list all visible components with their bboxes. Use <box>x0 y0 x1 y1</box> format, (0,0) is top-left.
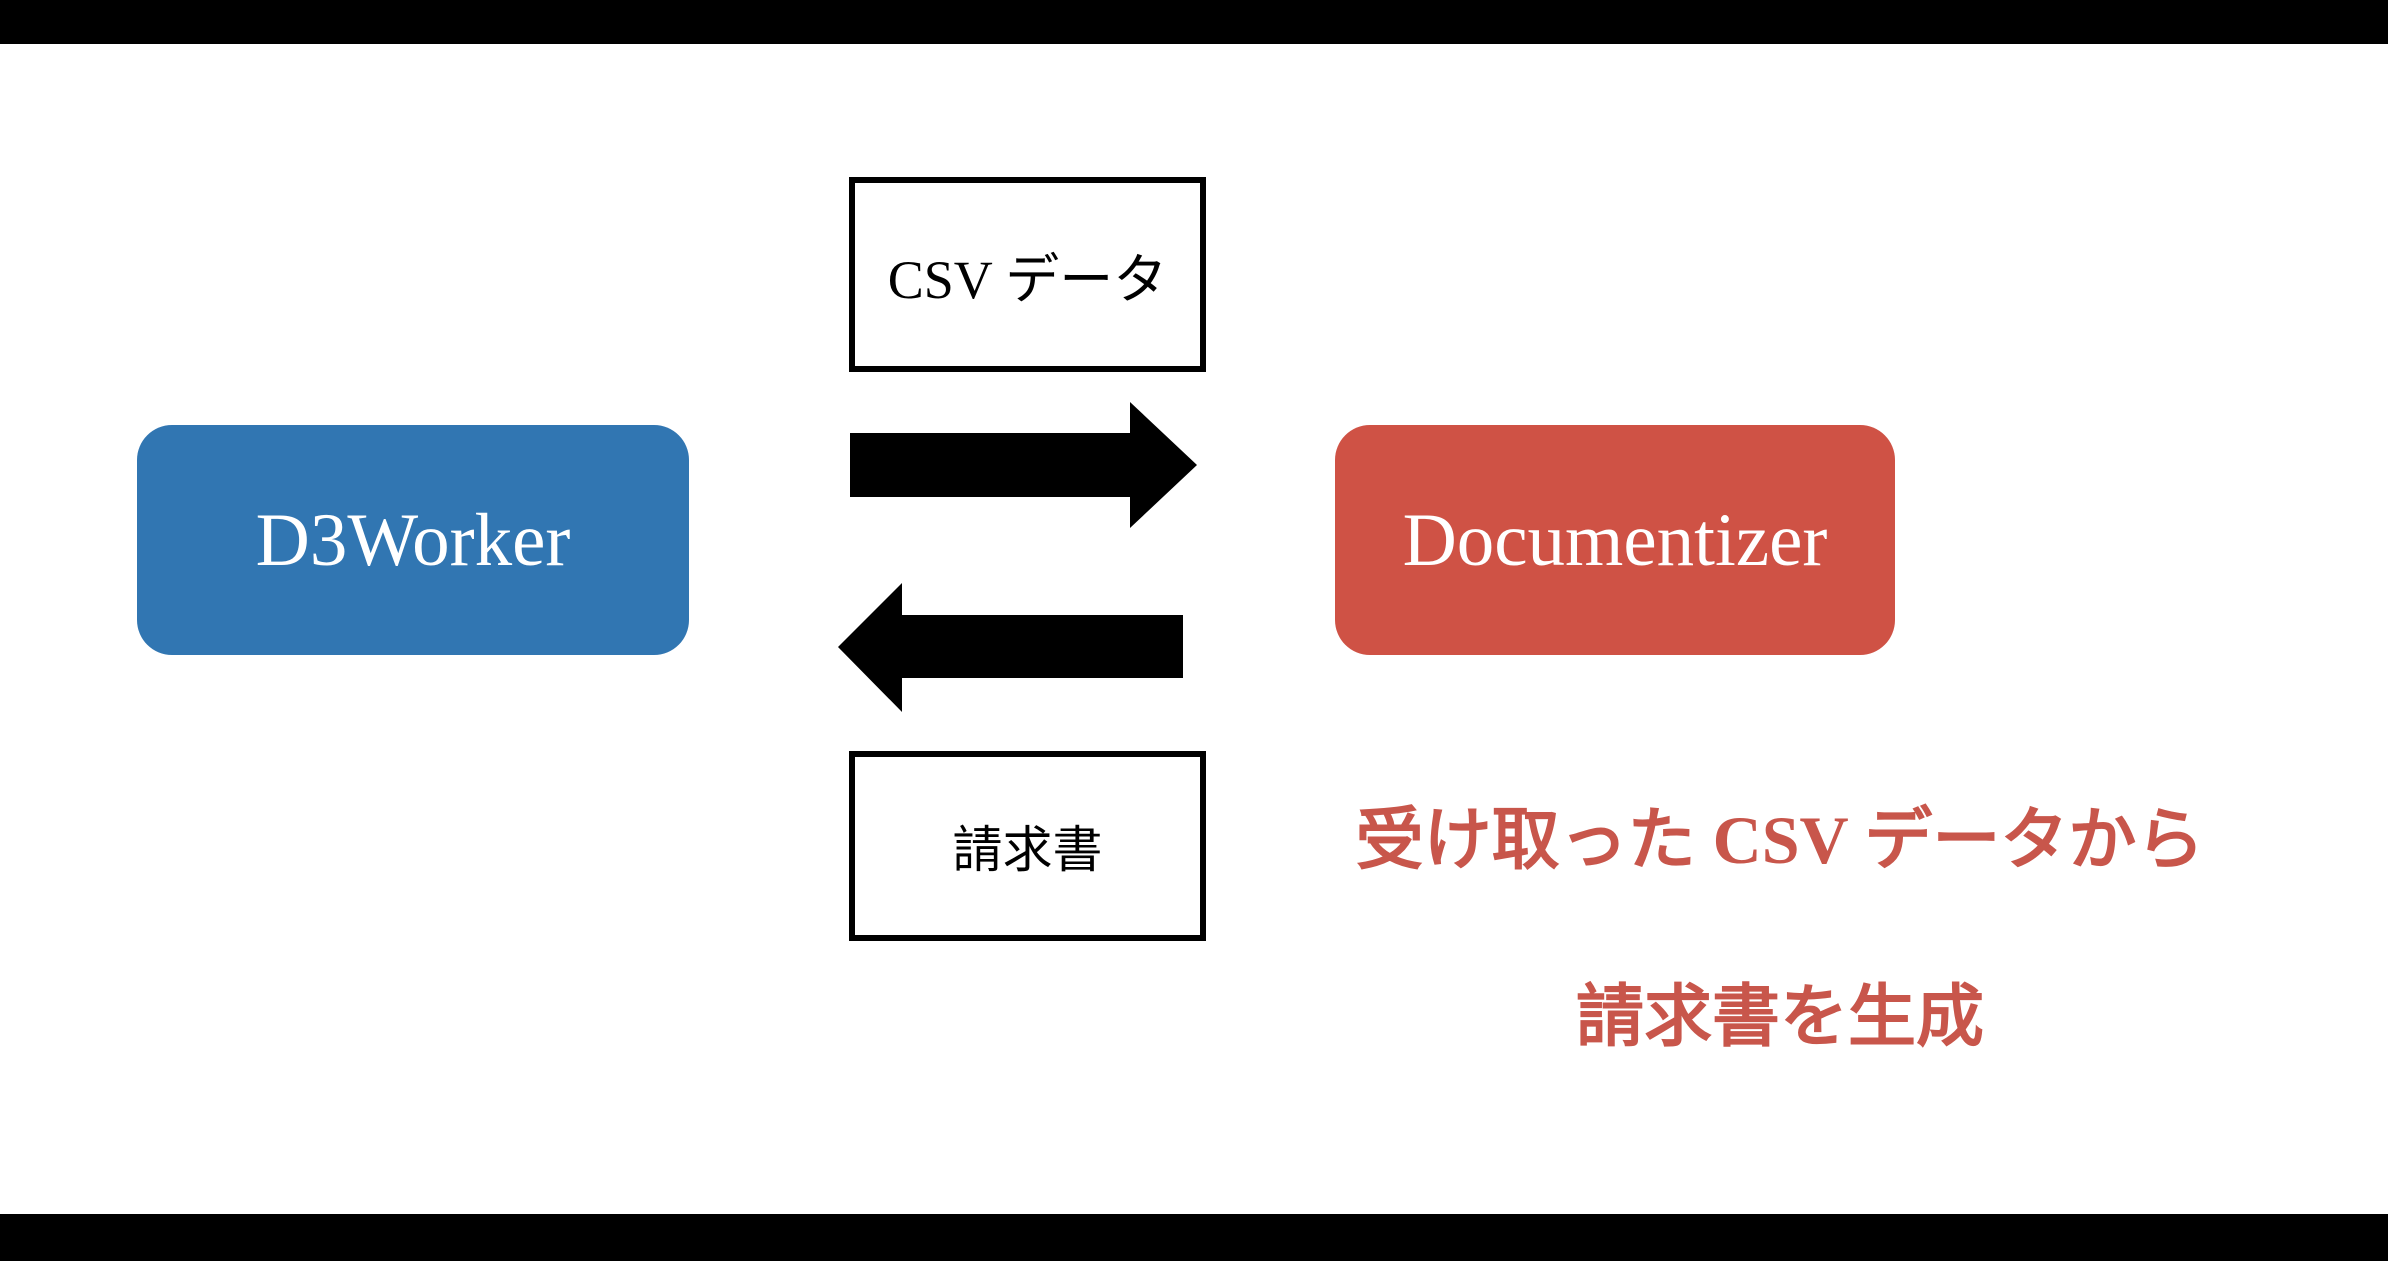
documentizer-label: Documentizer <box>1402 498 1828 582</box>
csv-data-label-box: CSV データ <box>849 177 1206 372</box>
d3worker-node: D3Worker <box>137 425 689 655</box>
annotation-line-1: 受け取った CSV データから <box>1355 802 2205 878</box>
arrow-left-icon <box>838 583 1183 712</box>
d3worker-label: D3Worker <box>255 498 571 582</box>
csv-data-label: CSV データ <box>887 250 1168 310</box>
bottom-letterbox-bar <box>0 1214 2388 1261</box>
invoice-label-box: 請求書 <box>849 751 1206 941</box>
documentizer-node: Documentizer <box>1335 425 1895 655</box>
annotation-line-2: 請求書を生成 <box>1575 979 1984 1055</box>
top-letterbox-bar <box>0 0 2388 44</box>
invoice-label: 請求書 <box>952 822 1103 878</box>
arrow-right-icon <box>850 402 1197 528</box>
